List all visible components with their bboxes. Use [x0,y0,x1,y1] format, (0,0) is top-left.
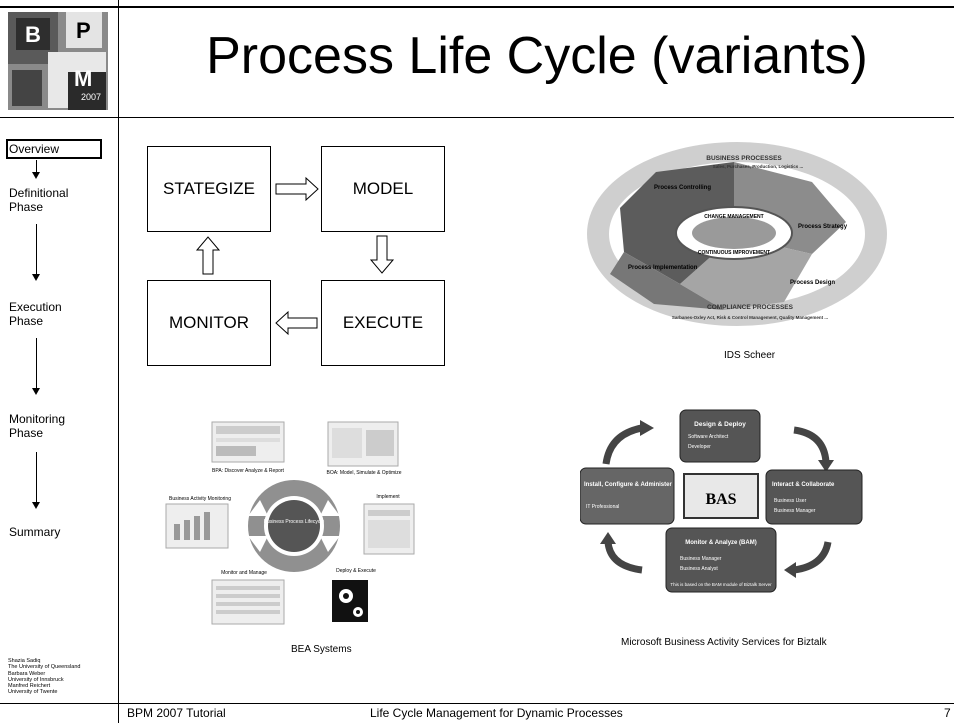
left-arrow-icon [275,310,318,336]
bas-left-title: Install, Configure & Administer [584,482,672,488]
top-border [0,6,954,8]
header-divider [0,117,954,118]
nav-arrow-line [36,160,37,174]
bea-systems-lifecycle-figure: Business Process Lifecycle BPA: Discover… [165,421,415,625]
bea-label: BOA: Model, Simulate & Optimize [326,470,401,476]
nav-item-definitional-phase[interactable]: Definitional Phase [9,186,69,214]
nav-item-monitoring-phase[interactable]: Monitoring Phase [9,412,66,440]
right-arrow-icon [275,176,319,202]
ids-q3: Process Implementation [628,265,698,271]
ids-q4: Process Design [790,280,835,286]
model-box: MODEL [321,146,445,232]
bea-label: Monitor and Manage [221,570,267,576]
bea-systems-caption: BEA Systems [291,644,352,655]
bas-bottom-title: Monitor & Analyze (BAM) [685,540,756,546]
author-credits: Shazia Sadiq The University of Queenslan… [8,658,80,696]
credit-line: The University of Queensland [8,664,81,671]
bea-label: Business Activity Monitoring [169,496,231,502]
ids-inner-bottom: CONTINUOUS IMPROVEMENT [698,250,770,256]
slide-title: Process Life Cycle (variants) [206,27,868,85]
nav-current-highlight [6,139,102,159]
credit-line: Barbara Weber [8,670,46,677]
bea-center: Business Process Lifecycle [264,519,325,525]
ids-inner-top: CHANGE MANAGEMENT [704,214,763,220]
bas-item: IT Professional [586,504,619,510]
nav-arrow-head [32,172,40,179]
footer-divider [0,703,954,704]
ids-top-sub: Sales, Purchases, Production, Logistics … [713,164,804,169]
down-arrow-icon [369,235,395,274]
ids-scheer-lifecycle-figure: CHANGE MANAGEMENT CONTINUOUS IMPROVEMENT… [587,142,887,326]
logo-letter-b: B [25,22,41,47]
logo-letter-m: M [74,66,93,91]
microsoft-bas-caption: Microsoft Business Activity Services for… [621,637,827,648]
bas-item: Software Architect [688,434,729,440]
ids-top-band: BUSINESS PROCESSES [706,155,782,162]
bea-label: Deploy & Execute [336,568,376,574]
ids-bottom-sub: Sarbanes-Oxley Act, Risk & Control Manag… [672,315,828,320]
logo-year: 2007 [81,92,102,102]
bas-item: Business Analyst [680,566,718,572]
nav-arrow-line [36,224,37,276]
bas-item: Business User [774,498,807,504]
strategize-box: STATEGIZE [147,146,271,232]
ids-q1: Process Controlling [654,185,711,191]
up-arrow-icon [195,236,221,275]
nav-arrow-head [32,502,40,509]
nav-item-execution-phase[interactable]: Execution Phase [9,300,62,328]
bas-right-title: Interact & Collaborate [772,482,835,488]
gears-icon [332,580,368,622]
nav-item-summary[interactable]: Summary [9,525,61,539]
nav-arrow-line [36,452,37,504]
footer-conference: BPM 2007 Tutorial [127,706,226,720]
bas-top-title: Design & Deploy [694,421,746,428]
ids-bottom-band: COMPLIANCE PROCESSES [707,304,794,311]
bpm-2007-logo: B P M 2007 [8,12,108,110]
bas-item: Developer [688,444,711,450]
bas-item: Business Manager [774,508,816,514]
bea-label: Implement [376,494,400,500]
bea-label: BPA: Discover Analyze & Report [212,468,284,474]
nav-item-overview[interactable]: Overview [9,142,60,156]
microsoft-bas-figure: BAS Design & Deploy Software Architect D… [580,409,863,593]
footer-talk-title: Life Cycle Management for Dynamic Proces… [370,706,623,720]
nav-arrow-head [32,274,40,281]
credit-line: University of Twente [8,689,58,696]
footer-page-number: 7 [944,706,951,720]
nav-arrow-line [36,338,37,390]
bas-note: This is based on the BAM module of Bizta… [670,582,772,587]
credit-line: University of Innsbruck [8,676,64,683]
bas-item: Business Manager [680,556,722,562]
bas-center: BAS [705,491,736,508]
execute-box: EXECUTE [321,280,445,366]
sidebar-divider [118,0,119,723]
credit-line: Shazia Sadiq [8,658,41,664]
logo-letter-p: P [76,18,91,43]
credit-line: Manfred Reichert [8,683,51,690]
ids-q2: Process Strategy [798,224,848,230]
ids-scheer-caption: IDS Scheer [724,350,776,361]
monitor-box: MONITOR [147,280,271,366]
nav-arrow-head [32,388,40,395]
